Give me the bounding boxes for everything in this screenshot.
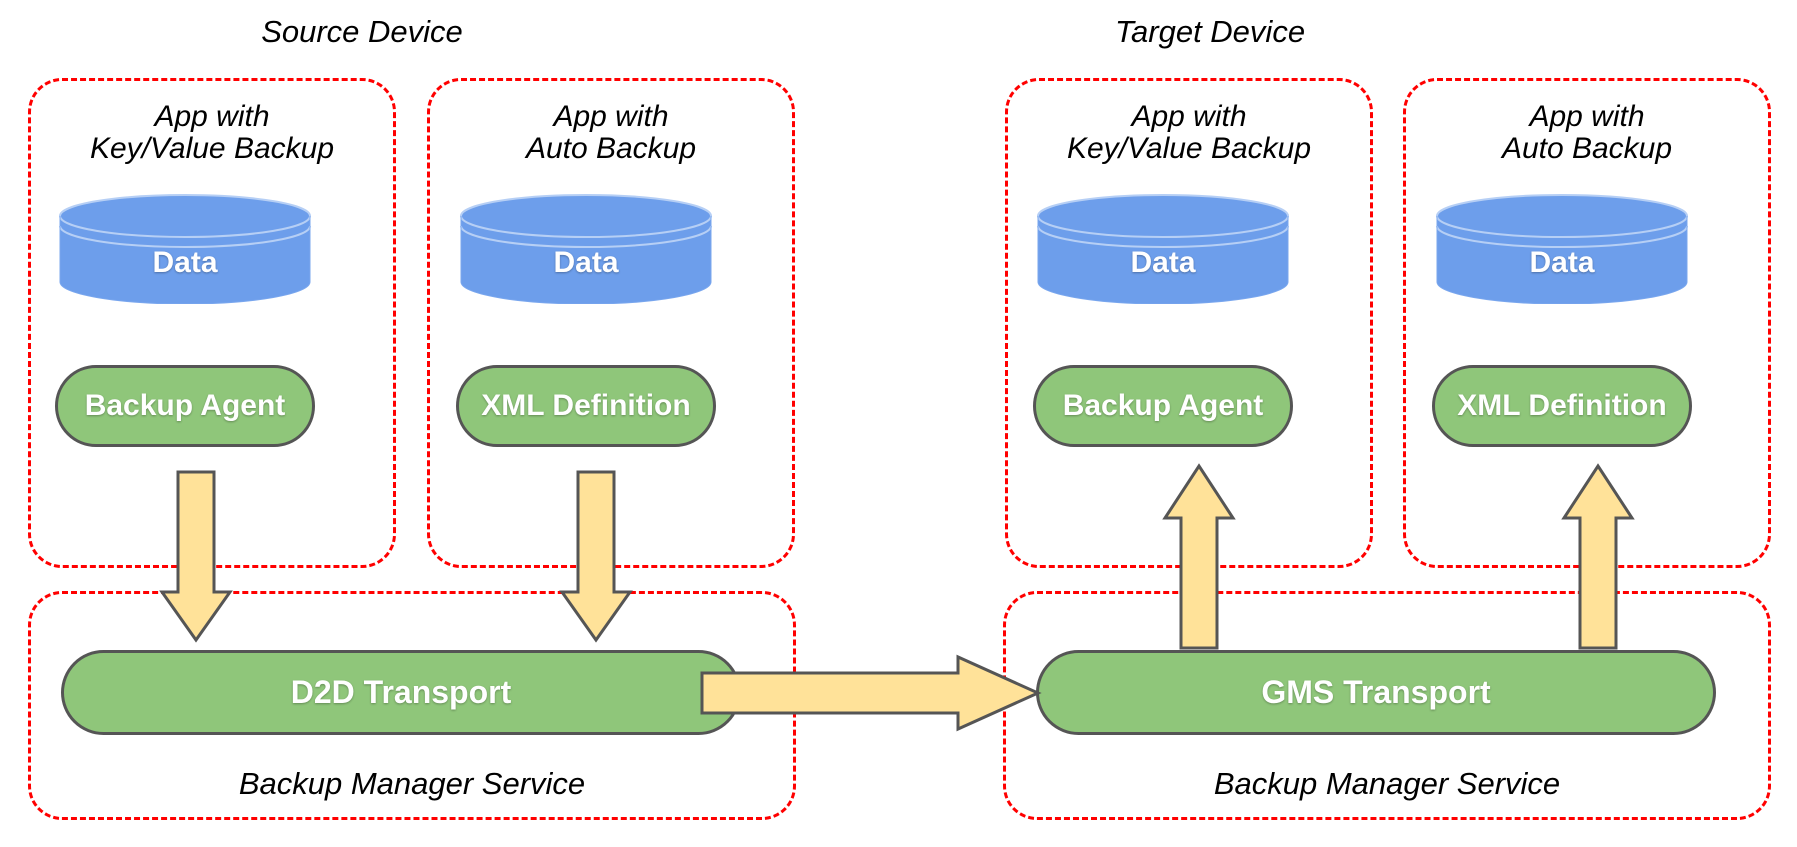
source-app-kv-caption: App with Key/Value Backup [89, 100, 335, 166]
source-app-kv-component: Backup Agent [55, 365, 315, 447]
target-app-kv-caption: App with Key/Value Backup [1066, 100, 1312, 166]
arrow-source-auto-to-d2d-icon [559, 470, 633, 655]
arrow-d2d-to-gms-icon [700, 654, 1042, 732]
source-app-auto-component: XML Definition [456, 365, 716, 447]
arrow-gms-to-target-auto-icon [1561, 462, 1635, 652]
target-app-auto-component: XML Definition [1432, 365, 1692, 447]
target-backup-manager-caption: Backup Manager Service [1213, 766, 1561, 801]
source-backup-manager-caption: Backup Manager Service [238, 766, 586, 801]
arrow-gms-to-target-kv-icon [1162, 462, 1236, 652]
target-app-kv-component: Backup Agent [1033, 365, 1293, 447]
arrow-source-kv-to-d2d-icon [159, 470, 233, 655]
source-app-auto-data-cylinder: Data [459, 194, 713, 304]
source-app-kv-container: App with Key/Value Backup [28, 78, 396, 568]
target-device-title: Target Device [1114, 14, 1306, 49]
source-app-auto-caption: App with Auto Backup [525, 100, 697, 166]
target-gms-transport: GMS Transport [1036, 650, 1716, 735]
target-app-auto-caption: App with Auto Backup [1501, 100, 1673, 166]
source-d2d-transport: D2D Transport [61, 650, 741, 735]
source-device-title: Source Device [261, 14, 463, 49]
